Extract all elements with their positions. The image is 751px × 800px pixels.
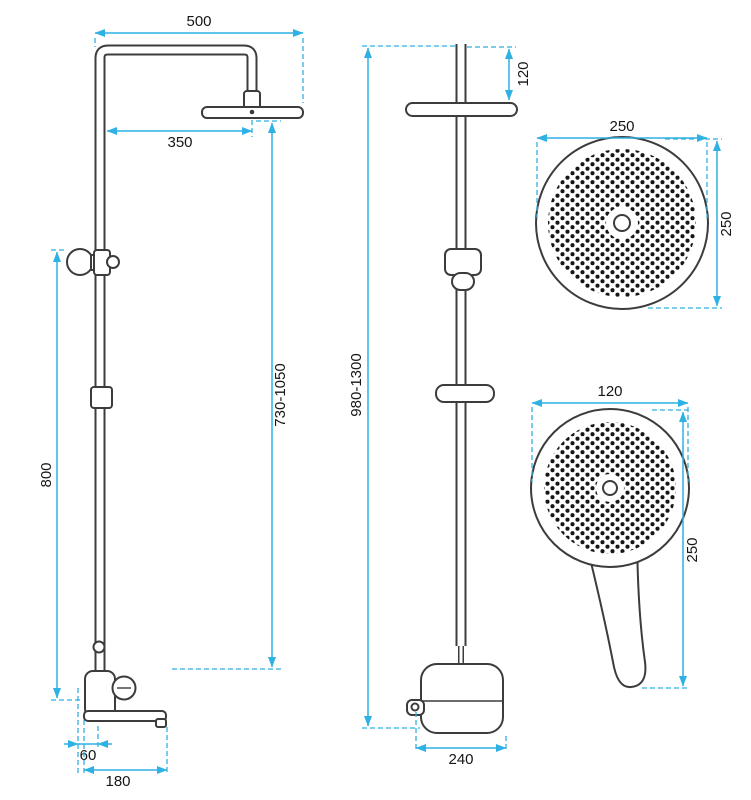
dim-mixer-width: 240: [415, 712, 507, 768]
dim-spout-depth: 60: [64, 688, 112, 775]
spout-lip-side: [155, 718, 167, 728]
dim-overhead-height: 250: [648, 138, 735, 309]
hose-connector-side: [92, 640, 106, 654]
overhead-shower-top-view: [535, 136, 709, 310]
dimension-label: 120: [515, 61, 532, 86]
spout-side: [83, 710, 167, 722]
dimension-label: 500: [186, 13, 211, 30]
dim-hand-length: 250: [642, 409, 701, 689]
dimension-label: 240: [448, 751, 473, 768]
riser-pipe-side-inner: [96, 46, 256, 692]
soap-dish-front: [435, 384, 495, 403]
dim-spout-reach: 180: [83, 720, 168, 790]
slider-grip-front: [451, 272, 475, 291]
hand-shower-view: [530, 408, 690, 689]
dim-top-width: 500: [94, 13, 304, 103]
slider-bracket-side: [90, 386, 113, 409]
dim-bar-height: 800: [38, 249, 83, 701]
dimension-label: 730-1050: [272, 363, 289, 426]
dim-head-drop: 120: [467, 46, 532, 101]
dimension-label: 250: [684, 537, 701, 562]
overhead-shower-front: [405, 102, 518, 117]
head-pivot-dot: [249, 109, 255, 115]
aerator-front: [410, 702, 420, 712]
dimension-label: 180: [105, 773, 130, 790]
side-view: [66, 44, 304, 728]
dim-hand-width: 120: [531, 383, 689, 482]
mixer-body-front: [420, 663, 504, 734]
dimension-label: 350: [167, 134, 192, 151]
hand-center-nozzle: [602, 480, 618, 496]
dim-total-height-range: 980-1300: [348, 45, 455, 729]
dimension-label: 980-1300: [348, 353, 365, 416]
dimension-label: 250: [609, 118, 634, 135]
dimension-label: 800: [38, 462, 55, 487]
wall-bracket-side: [66, 248, 94, 276]
dim-riser-height-range: 730-1050: [172, 120, 289, 670]
front-view: [405, 44, 518, 734]
dim-overhead-width: 250: [536, 118, 708, 218]
dimension-label: 250: [718, 211, 735, 236]
slider-holder-front: [444, 248, 482, 276]
dim-head-width: 350: [106, 120, 253, 151]
center-nozzle: [613, 214, 631, 232]
dimension-label: 60: [80, 747, 97, 764]
diverter-knob-side: [106, 255, 120, 269]
dimension-label: 120: [597, 383, 622, 400]
